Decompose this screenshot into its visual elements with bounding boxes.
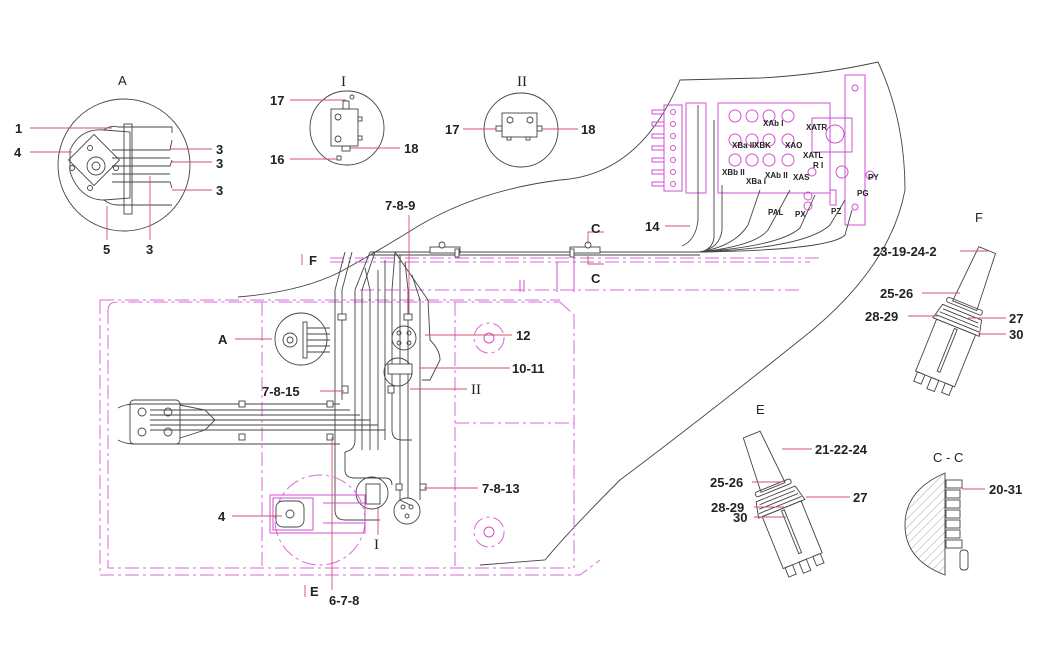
detail-e-label-28-29: 28-29: [711, 500, 744, 515]
port-xab-i: XAb I: [763, 119, 783, 128]
hose-clamp-c-left: [429, 241, 461, 258]
label-section-c-bottom: C: [591, 271, 601, 286]
detail-view-f: F 23-19-24-2 25-26 28-29 27 30: [865, 210, 1023, 396]
port-r-i: R I: [813, 161, 823, 170]
hose-clamp-c-right: [569, 241, 601, 258]
detail-a-label-3-b: 3: [216, 156, 223, 171]
label-ii: II: [471, 382, 481, 398]
port-xba-ii: XBa II: [732, 141, 754, 150]
detail-e-label-25-26: 25-26: [710, 475, 743, 490]
label-view-f-arrow: F: [309, 253, 317, 268]
detail-e-joystick: [742, 430, 825, 578]
main-detail-i: [355, 476, 421, 525]
detail-ii-circle: [483, 92, 559, 168]
port-xba-i: XBa I: [746, 177, 766, 186]
port-xao: XAO: [785, 141, 802, 150]
detail-ii-label-18: 18: [581, 122, 595, 137]
detail-a-clamp-bar: [123, 123, 133, 215]
section-c-c-label-20-31: 20-31: [989, 482, 1022, 497]
detail-i-title: I: [341, 74, 346, 90]
label-a: A: [218, 332, 228, 347]
port-pz: PZ: [831, 207, 841, 216]
label-4: 4: [218, 509, 226, 524]
section-c-c-hatched-body: [904, 472, 946, 576]
detail-ii-title: II: [517, 74, 527, 90]
detail-i-label-16: 16: [270, 152, 284, 167]
label-12: 12: [516, 328, 530, 343]
port-xbk: XBK: [754, 141, 771, 150]
detail-e-label-30: 30: [733, 510, 747, 525]
label-10-11: 10-11: [512, 361, 545, 376]
detail-f-label-27: 27: [1009, 311, 1023, 326]
valve-fittings-left: [651, 104, 683, 192]
label-i: I: [374, 537, 379, 553]
detail-a-label-3-a: 3: [216, 142, 223, 157]
port-pal: PAL: [768, 208, 784, 217]
port-px: PX: [795, 210, 806, 219]
section-view-c-c: C - C 20-31: [904, 450, 1022, 576]
detail-i-circle: [309, 90, 385, 166]
port-xab-ii: XAb II: [765, 171, 788, 180]
detail-a-title: A: [118, 73, 127, 88]
detail-view-a: A 1 4 5 3 3 3: [14, 73, 223, 257]
main-detail-a-joystick: [274, 312, 330, 366]
pilot-valve-12: [391, 325, 417, 351]
detail-ii-label-17: 17: [445, 122, 459, 137]
detail-e-title: E: [756, 402, 765, 417]
label-section-c-top: C: [591, 221, 601, 236]
section-c-c-title: C - C: [933, 450, 963, 465]
detail-view-e: E 21-22-24 25-26 27 28-29 30: [710, 402, 868, 578]
detail-e-label-21-22-24: 21-22-24: [815, 442, 868, 457]
label-view-e-arrow: E: [310, 584, 319, 599]
port-py: PY: [868, 173, 879, 182]
detail-f-label-25-26: 25-26: [880, 286, 913, 301]
label-6-7-8: 6-7-8: [329, 593, 359, 608]
detail-a-label-4: 4: [14, 145, 22, 160]
main-view-callouts: 7-8-9 F C C 14 A 12 10-11 7-8-15 II 7-8-…: [218, 198, 690, 608]
left-joystick-plan: [129, 399, 216, 445]
port-xas: XAS: [793, 173, 810, 182]
valve-10-11: [383, 357, 413, 387]
hose-clamps: [238, 241, 601, 491]
label-14: 14: [645, 219, 660, 234]
port-xbb-ii: XBb II: [722, 168, 745, 177]
detail-e-label-27: 27: [853, 490, 867, 505]
detail-view-ii: II 17 18: [445, 74, 595, 168]
detail-f-title: F: [975, 210, 983, 225]
cab-outline: [237, 61, 906, 566]
detail-i-label-17: 17: [270, 93, 284, 108]
detail-a-joystick-base: [67, 123, 173, 215]
detail-a-label-3-bottom: 3: [146, 242, 153, 257]
port-xatl: XATL: [803, 151, 823, 160]
detail-a-label-1: 1: [15, 121, 22, 136]
detail-f-label-28-29: 28-29: [865, 309, 898, 324]
detail-i-label-18: 18: [404, 141, 418, 156]
floor-plate-outline: [99, 257, 820, 576]
detail-ii-valve-block: [501, 112, 538, 138]
main-pedal-4: [269, 474, 366, 566]
label-7-8-15: 7-8-15: [262, 384, 300, 399]
detail-f-joystick: [913, 246, 997, 396]
detail-view-i: I 17 16 18: [270, 74, 418, 167]
label-7-8-9: 7-8-9: [385, 198, 415, 213]
control-valve-assembly: XAb I XATR XBa II XBK XAO XATL R I XBb I…: [651, 74, 879, 226]
detail-a-label-3-c: 3: [216, 183, 223, 198]
detail-f-label-23-19-24-2: 23-19-24-2: [873, 244, 937, 259]
port-pg: PG: [857, 189, 869, 198]
valve-port-circles: [728, 109, 875, 211]
section-c-c-clamp-stack: [945, 479, 969, 571]
detail-a-label-5: 5: [103, 242, 110, 257]
detail-f-label-30: 30: [1009, 327, 1023, 342]
label-7-8-13: 7-8-13: [482, 481, 520, 496]
detail-a-circle: [57, 98, 191, 232]
port-xatr: XATR: [806, 123, 827, 132]
